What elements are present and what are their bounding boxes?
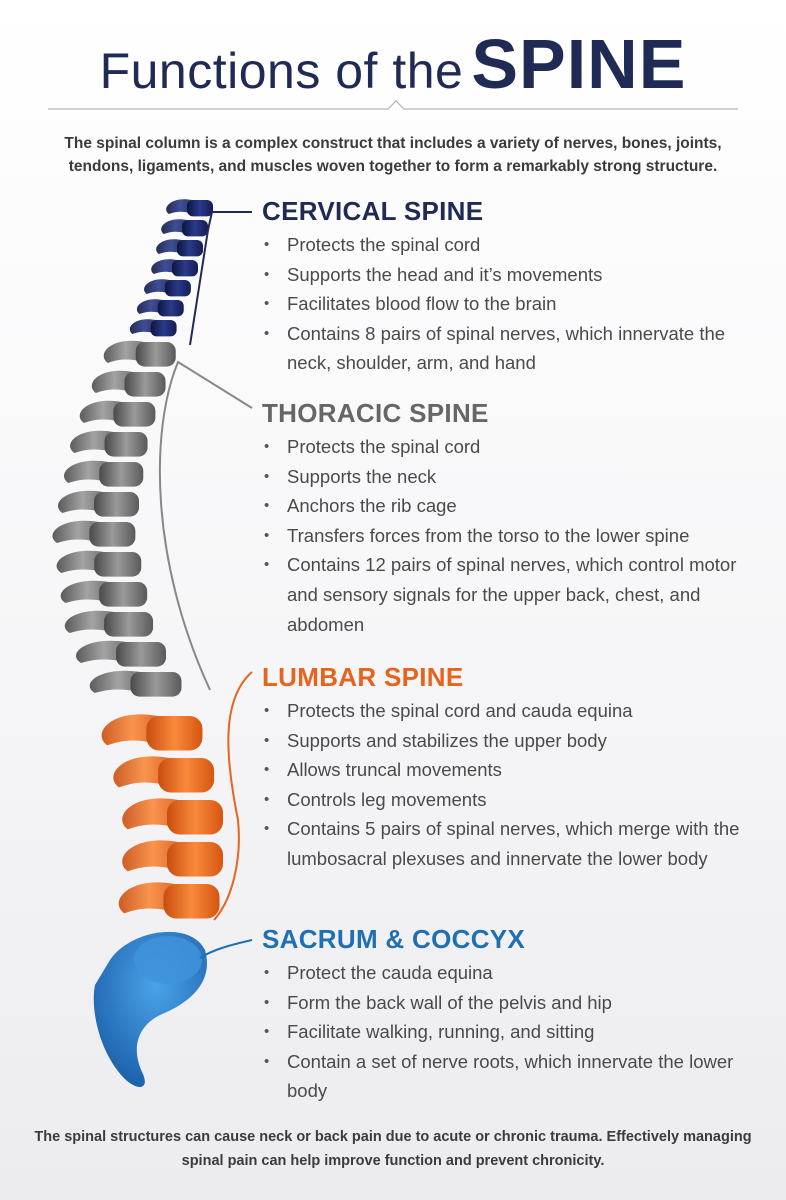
list-item: Controls leg movements bbox=[262, 785, 762, 815]
lumbar-vertebra bbox=[122, 840, 223, 877]
list-item: Protects the spinal cord and cauda equin… bbox=[262, 696, 762, 726]
lumbar-vertebra bbox=[113, 756, 215, 793]
list-item: Supports and stabilizes the upper body bbox=[262, 726, 762, 756]
section-thoracic: THORACIC SPINE Protects the spinal cord … bbox=[262, 398, 762, 639]
list-item: Protects the spinal cord bbox=[262, 432, 762, 462]
cervical-vertebra bbox=[166, 199, 213, 217]
section-title-thoracic: THORACIC SPINE bbox=[262, 398, 489, 428]
section-cervical: CERVICAL SPINE Protects the spinal cord … bbox=[262, 196, 762, 378]
list-item: Allows truncal movements bbox=[262, 755, 762, 785]
list-item: Facilitate walking, running, and sitting bbox=[262, 1017, 762, 1047]
cervical-vertebra bbox=[136, 299, 184, 317]
thoracic-vertebra bbox=[60, 580, 148, 607]
sacrum-list: Protect the cauda equina Form the back w… bbox=[262, 958, 762, 1106]
list-item: Transfers forces from the torso to the l… bbox=[262, 521, 762, 551]
intro-text: The spinal column is a complex construct… bbox=[64, 135, 722, 175]
section-title-sacrum: SACRUM & COCCYX bbox=[262, 924, 526, 954]
lumbar-list: Protects the spinal cord and cauda equin… bbox=[262, 696, 762, 874]
cervical-vertebra bbox=[144, 279, 191, 297]
thoracic-vertebra bbox=[89, 670, 182, 697]
list-item: Anchors the rib cage bbox=[262, 491, 762, 521]
thoracic-vertebra bbox=[91, 370, 166, 397]
cervical-vertebra bbox=[129, 319, 177, 337]
list-item: Form the back wall of the pelvis and hip bbox=[262, 988, 762, 1018]
list-item: Supports the head and it’s movements bbox=[262, 260, 762, 290]
thoracic-vertebra bbox=[64, 460, 144, 487]
thoracic-vertebra bbox=[76, 640, 166, 667]
cervical-vertebra bbox=[156, 239, 203, 257]
lumbar-vertebra bbox=[122, 798, 223, 835]
list-item: Facilitates blood flow to the brain bbox=[262, 289, 762, 319]
footer-text: The spinal structures can cause neck or … bbox=[34, 1129, 752, 1169]
section-title-cervical: CERVICAL SPINE bbox=[262, 196, 484, 226]
list-item: Contain a set of nerve roots, which inne… bbox=[262, 1047, 762, 1106]
thoracic-vertebra bbox=[56, 550, 142, 577]
thoracic-vertebra bbox=[70, 430, 148, 457]
list-item: Contains 8 pairs of spinal nerves, which… bbox=[262, 319, 762, 378]
list-item: Protect the cauda equina bbox=[262, 958, 762, 988]
lumbar-vertebra bbox=[101, 714, 203, 751]
cervical-vertebra bbox=[161, 219, 208, 237]
list-item: Contains 5 pairs of spinal nerves, which… bbox=[262, 814, 762, 873]
list-item: Supports the neck bbox=[262, 462, 762, 492]
thoracic-vertebra bbox=[79, 400, 156, 427]
cervical-vertebra bbox=[151, 259, 198, 277]
title-emphasis: SPINE bbox=[471, 25, 687, 103]
title-divider bbox=[48, 100, 738, 110]
list-item: Protects the spinal cord bbox=[262, 230, 762, 260]
cervical-list: Protects the spinal cord Supports the he… bbox=[262, 230, 762, 378]
lumbar-vertebra bbox=[118, 882, 220, 919]
section-lumbar: LUMBAR SPINE Protects the spinal cord an… bbox=[262, 662, 762, 874]
thoracic-vertebra bbox=[52, 520, 136, 547]
thoracic-vertebra bbox=[64, 610, 154, 637]
thoracic-list: Protects the spinal cord Supports the ne… bbox=[262, 432, 762, 639]
list-item: Contains 12 pairs of spinal nerves, whic… bbox=[262, 550, 762, 639]
section-title-lumbar: LUMBAR SPINE bbox=[262, 662, 464, 692]
title-prefix: Functions of the bbox=[99, 43, 464, 99]
thoracic-vertebra bbox=[57, 490, 139, 517]
thoracic-vertebra bbox=[103, 340, 176, 367]
sacrum-shape bbox=[93, 931, 207, 1087]
section-sacrum: SACRUM & COCCYX Protect the cauda equina… bbox=[262, 924, 762, 1106]
